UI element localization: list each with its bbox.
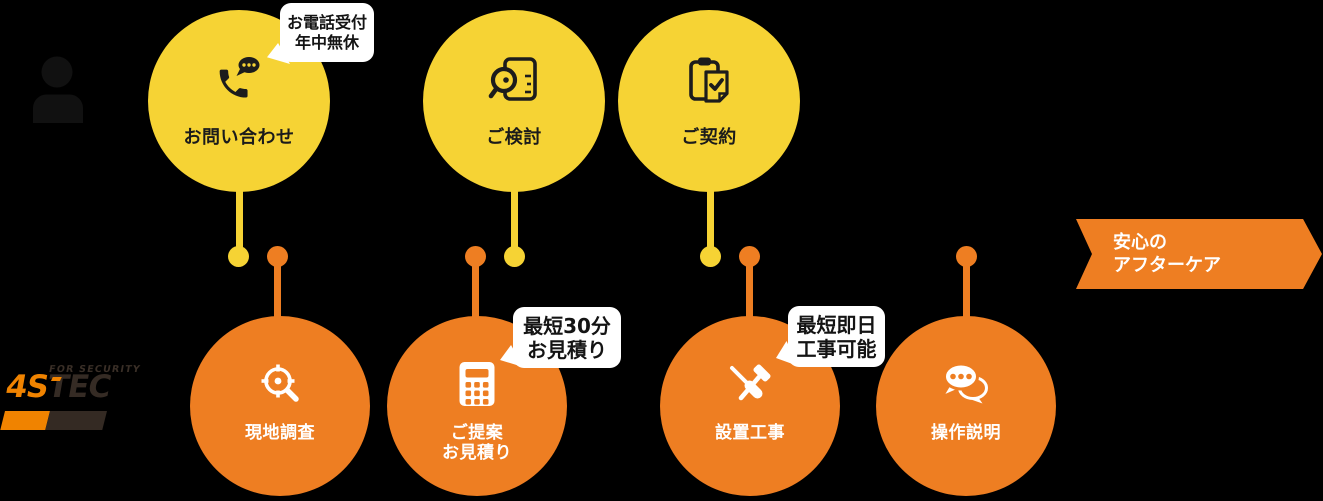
bubble-line1: 最短30分 (523, 313, 611, 338)
connector-dot-yellow (227, 245, 249, 267)
connector-line-yellow (235, 170, 243, 256)
connector-dot-yellow (503, 245, 525, 267)
bubble-line2: お見積り (527, 337, 607, 362)
connector-line-orange (962, 256, 970, 326)
connector-dot-orange (464, 245, 486, 267)
step-label: 操作説明 (931, 423, 1001, 443)
step-circle-site-survey: 現地調査 (190, 316, 370, 496)
connector-line-yellow (510, 170, 518, 256)
connector-dot-orange (738, 245, 760, 267)
step-label: 設置工事 (715, 423, 785, 443)
document-search-icon (488, 57, 537, 101)
aftercare-arrow: 安心の アフターケア (1076, 219, 1322, 289)
connector-dot-orange (955, 245, 977, 267)
person-icon (33, 56, 83, 123)
speech-bubble-quick-quote: 最短30分 お見積り (513, 307, 621, 368)
phone-chat-icon (219, 57, 260, 98)
bubble-line2: 年中無休 (294, 32, 359, 52)
tools-icon (730, 364, 771, 401)
step-label: ご提案 お見積り (442, 423, 512, 463)
target-search-icon (261, 364, 299, 402)
bubble-line1: 最短即日 (796, 312, 877, 337)
logo-4stec: FOR SECURITY 4STEC (0, 358, 142, 438)
logo-brand-tec: TEC (44, 369, 114, 405)
step-circle-consideration: ご検討 (423, 10, 605, 192)
connector-line-yellow (706, 170, 714, 256)
step-label: ご検討 (486, 127, 542, 148)
aftercare-line2: アフターケア (1113, 255, 1221, 276)
calculator-icon (459, 362, 495, 406)
speech-bubble-phone-hours: お電話受付 年中無休 (280, 3, 374, 62)
connector-line-orange (745, 256, 753, 326)
logo-brand-4s: 4S (2, 369, 52, 405)
step-label-line1: ご提案 (450, 423, 504, 443)
step-label: お問い合わせ (183, 127, 295, 148)
step-label-line2: お見積り (442, 443, 512, 463)
connector-dot-yellow (699, 245, 721, 267)
logo-tick-accent (51, 377, 62, 381)
step-circle-operation-guide: 操作説明 (876, 316, 1056, 496)
speech-bubble-same-day: 最短即日 工事可能 (788, 306, 885, 367)
step-label: ご契約 (681, 127, 737, 148)
chat-bubbles-icon (940, 362, 988, 404)
connector-line-orange (273, 256, 281, 326)
clipboard-check-icon (689, 57, 729, 103)
step-label: 現地調査 (245, 423, 315, 443)
connector-line-orange (471, 256, 479, 326)
bubble-line1: お電話受付 (286, 13, 367, 32)
step-circle-contract: ご契約 (618, 10, 800, 192)
aftercare-line1: 安心の (1113, 232, 1167, 253)
connector-dot-orange (266, 245, 288, 267)
logo-underline-bar (0, 411, 107, 430)
bubble-line2: 工事可能 (796, 336, 877, 361)
